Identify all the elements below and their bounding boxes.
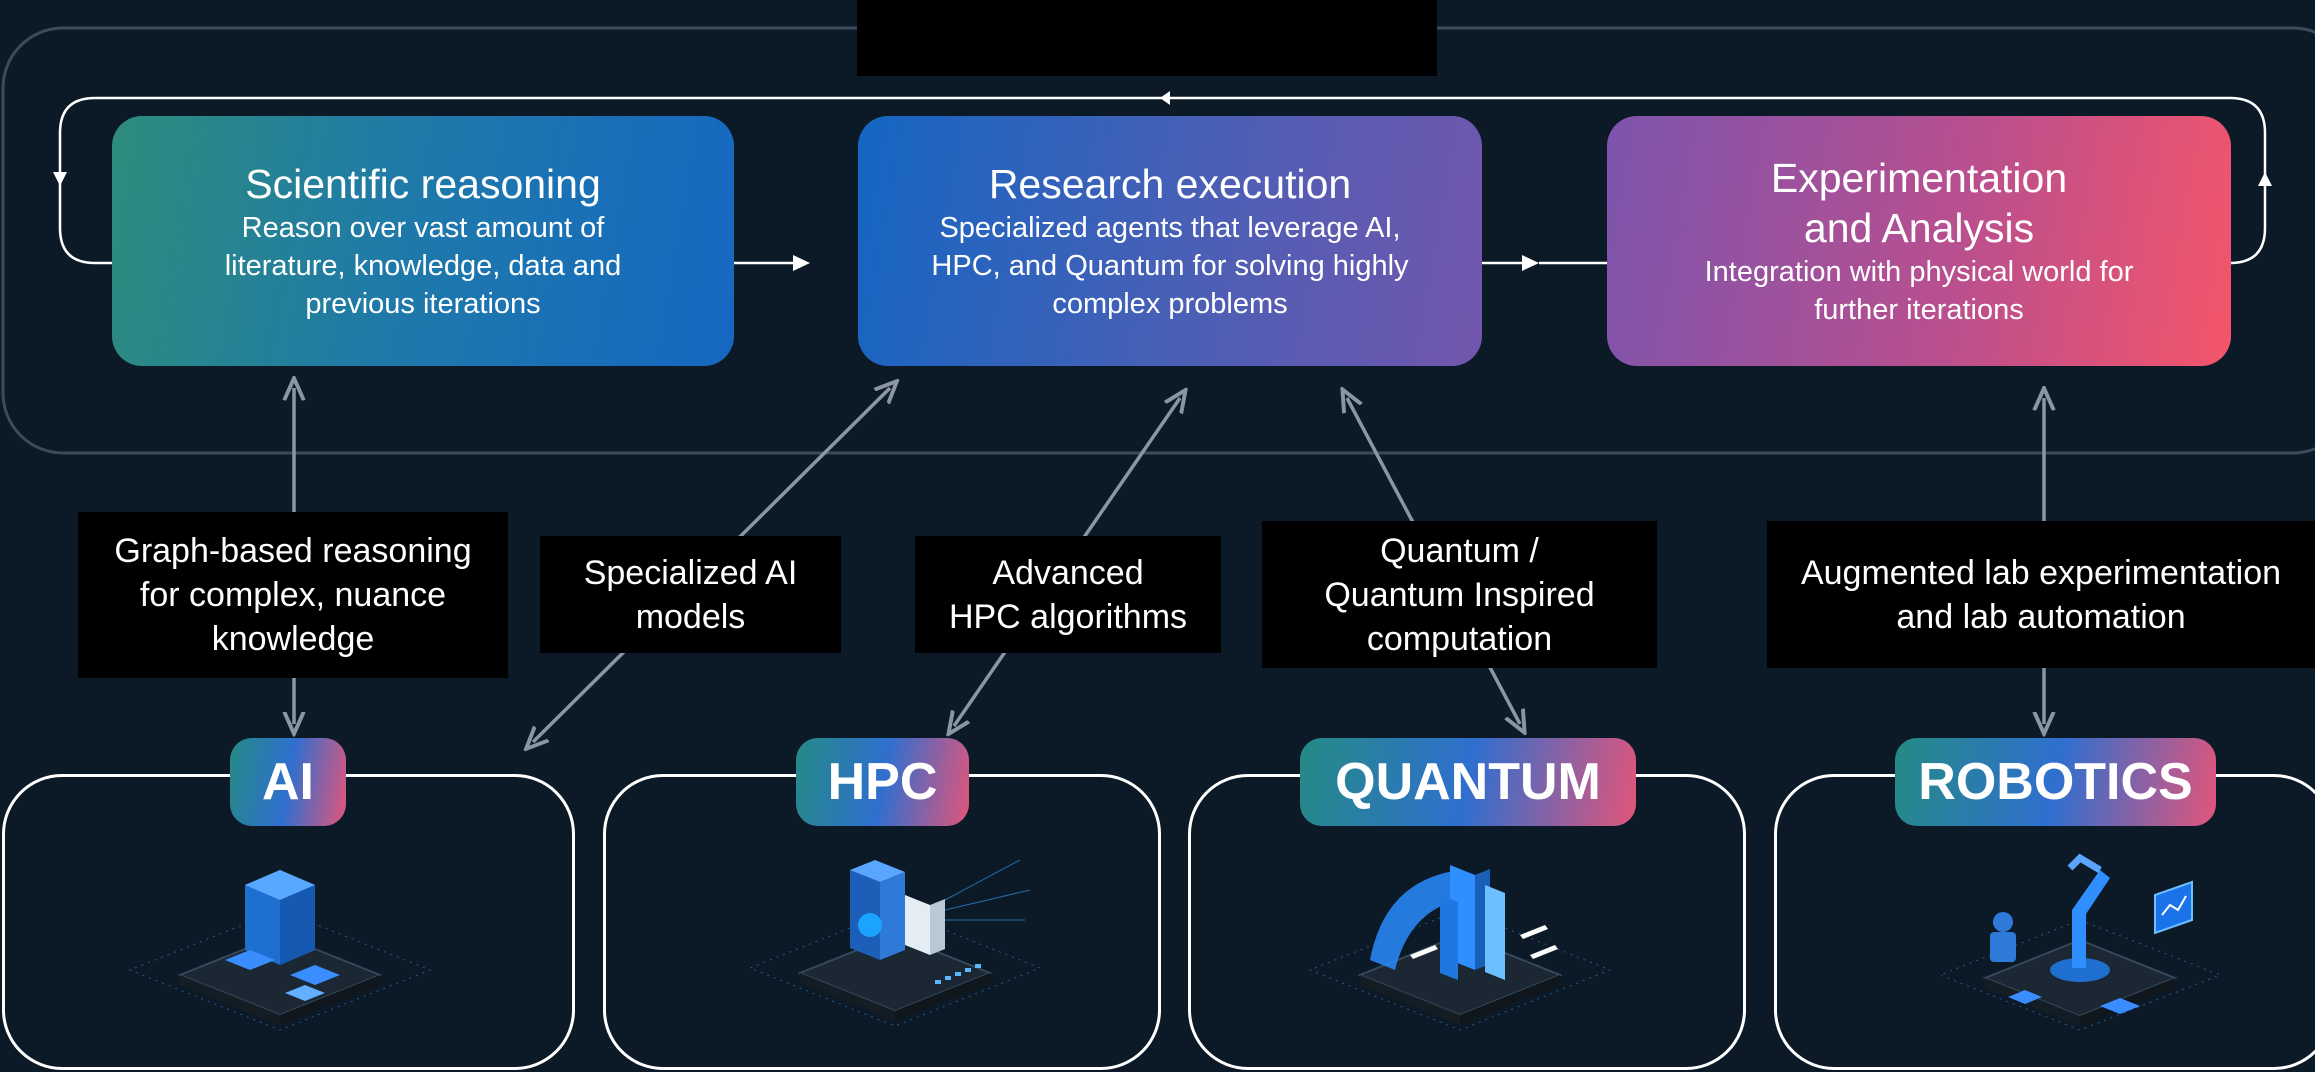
- redacted-title: [857, 0, 1437, 76]
- stage-description: Integration with physical world for furt…: [1704, 256, 2134, 326]
- quantum-processor-icon: [1308, 865, 1612, 1031]
- caption-lab-automation: Augmented lab experimentation and lab au…: [1767, 521, 2315, 668]
- robotic-arm-icon: [1938, 853, 2222, 1031]
- stage-research-execution: Research execution Specialized agents th…: [858, 116, 1482, 366]
- stage-experimentation-analysis: Experimentation and Analysis Integration…: [1607, 116, 2231, 366]
- stage-description: Reason over vast amount of literature, k…: [224, 212, 622, 320]
- caption-hpc-algorithms: Advanced HPC algorithms: [915, 536, 1221, 653]
- ai-server-stack-icon: [128, 870, 432, 1031]
- stage-description: Specialized agents that leverage AI, HPC…: [931, 212, 1409, 320]
- pillar-badge-robotics: ROBOTICS: [1895, 738, 2216, 826]
- stage-title: Scientific reasoning: [245, 161, 601, 207]
- pillar-badge-quantum: QUANTUM: [1300, 738, 1636, 826]
- hpc-datacenter-icon: [748, 859, 1042, 1027]
- pillar-badge-ai: AI: [230, 738, 346, 826]
- pillar-badge-hpc: HPC: [796, 738, 969, 826]
- caption-quantum-computation: Quantum / Quantum Inspired computation: [1262, 521, 1657, 668]
- stage-title: Experimentation and Analysis: [1770, 155, 2068, 251]
- caption-specialized-ai-models: Specialized AI models: [540, 536, 841, 653]
- stage-scientific-reasoning: Scientific reasoning Reason over vast am…: [112, 116, 734, 366]
- caption-graph-reasoning: Graph-based reasoning for complex, nuanc…: [78, 512, 508, 678]
- stage-title: Research execution: [988, 161, 1352, 207]
